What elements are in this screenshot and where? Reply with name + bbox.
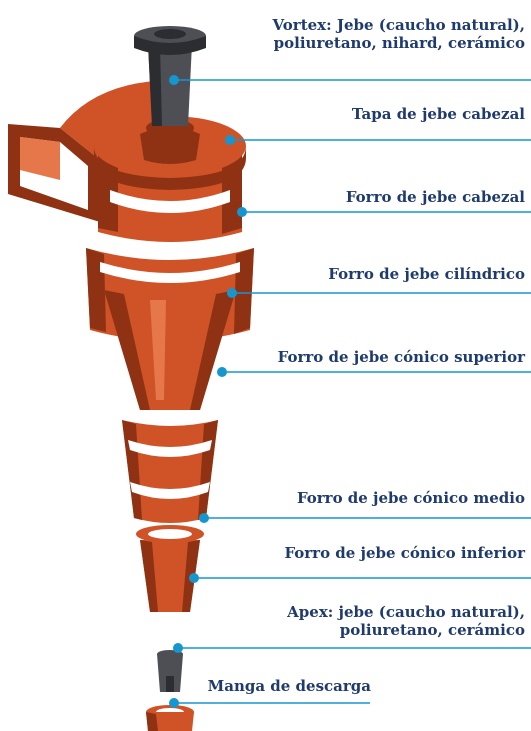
leader-tapa-dot [225, 135, 235, 145]
leader-forro-conico-inferior-dot [189, 573, 199, 583]
label-forro-cabezal: Forro de jebe cabezal [346, 188, 525, 206]
label-forro-conico-inferior-text: Forro de jebe cónico inferior [284, 544, 525, 562]
upper-cone-part [104, 290, 236, 410]
leader-forro-cilindrico-dot [227, 288, 237, 298]
leader-apex-dot [173, 643, 183, 653]
label-tapa-cabezal: Tapa de jebe cabezal [352, 105, 525, 123]
leader-forro-conico-medio-dot [199, 513, 209, 523]
leader-forro-conico-superior-dot [217, 367, 227, 377]
label-forro-conico-inferior: Forro de jebe cónico inferior [284, 544, 525, 562]
label-manga-descarga: Manga de descarga [208, 677, 371, 695]
label-apex-line2: poliuretano, cerámico [287, 621, 525, 639]
label-forro-conico-superior: Forro de jebe cónico superior [278, 348, 525, 366]
label-apex: Apex: jebe (caucho natural), poliuretano… [287, 603, 525, 639]
label-forro-cilindrico: Forro de jebe cilíndrico [328, 265, 525, 283]
label-manga-text: Manga de descarga [208, 677, 371, 695]
label-forro-conico-superior-text: Forro de jebe cónico superior [278, 348, 525, 366]
label-forro-cilindrico-text: Forro de jebe cilíndrico [328, 265, 525, 283]
label-vortex-line1: Vortex: Jebe (caucho natural), [273, 16, 525, 34]
label-forro-cabezal-text: Forro de jebe cabezal [346, 188, 525, 206]
leader-forro-cabezal-dot [237, 207, 247, 217]
label-vortex: Vortex: Jebe (caucho natural), poliureta… [273, 16, 525, 52]
head-cap-part [94, 116, 246, 190]
label-tapa-text: Tapa de jebe cabezal [352, 105, 525, 123]
apex-part [157, 650, 183, 692]
leader-manga-dot [169, 698, 179, 708]
label-apex-line1: Apex: jebe (caucho natural), [287, 603, 525, 621]
label-forro-conico-medio: Forro de jebe cónico medio [297, 489, 525, 507]
leader-vortex-dot [169, 75, 179, 85]
label-forro-conico-medio-text: Forro de jebe cónico medio [297, 489, 525, 507]
lower-cone-part [136, 525, 204, 612]
label-vortex-line2: poliuretano, nihard, cerámico [273, 34, 525, 52]
discharge-sleeve-part [146, 705, 194, 731]
middle-cone-part [122, 420, 218, 523]
